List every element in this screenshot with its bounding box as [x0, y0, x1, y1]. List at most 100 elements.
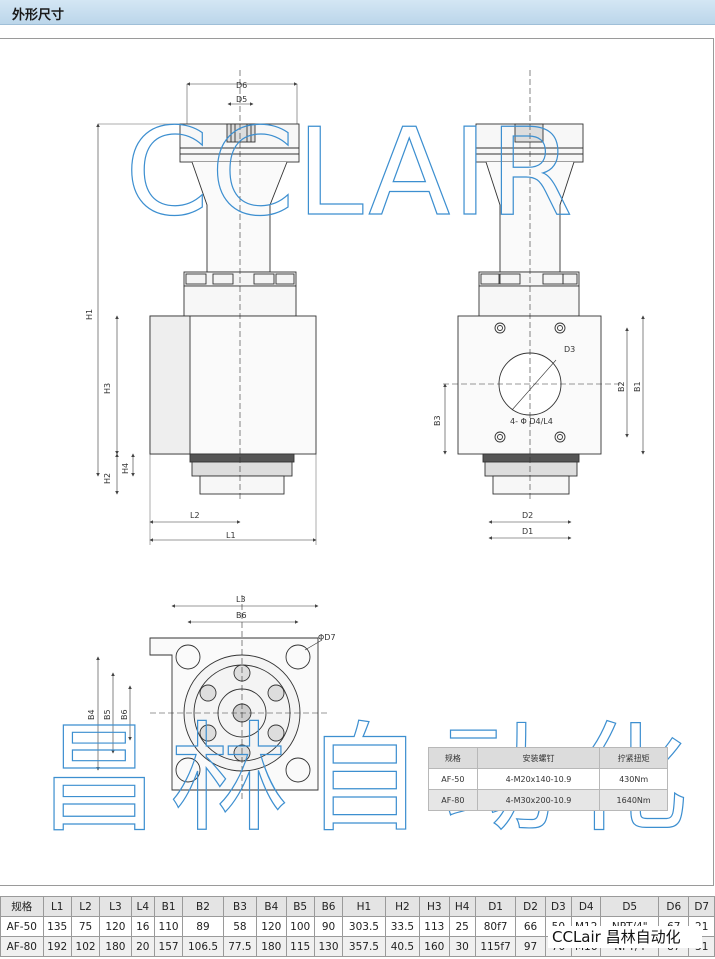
label-h3: H3 [103, 383, 112, 394]
spec-table-cell: 120 [256, 916, 287, 937]
spec-table-cell: 115f7 [474, 936, 517, 957]
bolt-table-header: 拧紧扭矩 [599, 747, 668, 769]
spec-table-cell: 130 [313, 936, 344, 957]
spec-table-header: D6 [658, 896, 690, 917]
spec-table-cell: 77.5 [222, 936, 258, 957]
spec-table-header: H2 [384, 896, 421, 917]
brand-mark: CCLair 昌林自动化 [548, 926, 702, 948]
label-l2: L2 [190, 511, 200, 520]
label-b4: B4 [87, 709, 96, 720]
spec-table-cell: 97 [515, 936, 546, 957]
label-d4: 4- Φ D4/L4 [510, 417, 553, 426]
spec-table-cell: 33.5 [384, 916, 421, 937]
spec-table-header: H3 [419, 896, 450, 917]
front-view [96, 70, 317, 545]
section-title: 外形尺寸 [12, 8, 65, 23]
label-l1: L1 [226, 531, 236, 540]
spec-table-cell: 80f7 [474, 916, 517, 937]
spec-table-cell: 102 [70, 936, 101, 957]
bolt-table-cell: 4-M20x140-10.9 [476, 768, 601, 790]
bolt-table-row: AF-80 4-M30x200-10.9 1640Nm [428, 789, 668, 811]
spec-table-cell: 75 [70, 916, 101, 937]
spec-table-cell: 90 [313, 916, 344, 937]
drawing-frame [0, 38, 714, 886]
label-h4: H4 [121, 463, 130, 474]
spec-table-cell: 66 [515, 916, 546, 937]
spec-table-cell: 120 [99, 916, 132, 937]
bolt-table-cell: 4-M30x200-10.9 [476, 789, 601, 811]
watermark-cjk-3: 自 [305, 710, 423, 848]
spec-table-header: B3 [222, 896, 258, 917]
label-l3: L3 [236, 595, 246, 604]
bolt-table-cell: AF-80 [428, 789, 478, 811]
spec-table-header: L1 [42, 896, 72, 917]
spec-table-cell: 192 [42, 936, 72, 957]
bolt-table-header-row: 规格 安装螺钉 拧紧扭矩 [428, 747, 668, 769]
label-b1: B1 [633, 381, 642, 392]
spec-table-header: D3 [544, 896, 573, 917]
bolt-table-header: 规格 [428, 747, 478, 769]
spec-table-header: L4 [130, 896, 155, 917]
spec-table-cell: 16 [130, 916, 155, 937]
spec-table-header: D1 [474, 896, 517, 917]
label-b5: B5 [103, 709, 112, 720]
spec-table-header: 规格 [0, 896, 44, 917]
spec-table-header: D7 [688, 896, 715, 917]
spec-table-header: L2 [70, 896, 101, 917]
spec-table-cell: 303.5 [342, 916, 386, 937]
spec-table-cell: 58 [222, 916, 258, 937]
spec-table-cell: 357.5 [342, 936, 386, 957]
spec-table-cell: 180 [256, 936, 287, 957]
top-view [96, 595, 330, 800]
spec-table-cell: 89 [182, 916, 224, 937]
spec-table-cell: 113 [419, 916, 450, 937]
spec-table-cell: 25 [448, 916, 476, 937]
spec-table-header: D5 [600, 896, 660, 917]
label-b6-top: B6 [236, 611, 247, 620]
spec-table-header: H4 [448, 896, 476, 917]
label-b2: B2 [617, 381, 626, 392]
bolt-table-row: AF-50 4-M20x140-10.9 430Nm [428, 768, 668, 790]
label-h2: H2 [103, 473, 112, 484]
watermark-latin: CCLAIR [125, 104, 575, 243]
spec-table-header: D4 [571, 896, 602, 917]
spec-table-cell: 115 [285, 936, 315, 957]
spec-table-header: H1 [342, 896, 386, 917]
spec-table-cell: 100 [285, 916, 315, 937]
spec-table-cell: 110 [153, 916, 184, 937]
label-d3: D3 [564, 345, 575, 354]
bolt-torque-table: 规格 安装螺钉 拧紧扭矩 AF-50 4-M20x140-10.9 430Nm … [428, 747, 668, 811]
spec-table-header: L3 [99, 896, 132, 917]
spec-table-header: B6 [313, 896, 344, 917]
spec-table-header: B5 [285, 896, 315, 917]
spec-table-header: D2 [515, 896, 546, 917]
spec-table-header: B4 [256, 896, 287, 917]
spec-table-cell: 157 [153, 936, 184, 957]
spec-table-cell: 160 [419, 936, 450, 957]
label-d6: D6 [236, 81, 247, 90]
bolt-table-cell: AF-50 [428, 768, 478, 790]
label-b3: B3 [433, 415, 442, 426]
watermark-cjk-1: 昌 [40, 710, 158, 848]
spec-table-cell: 30 [448, 936, 476, 957]
watermark-cjk-2: 林 [170, 710, 288, 848]
section-header: 外形尺寸 [0, 0, 715, 25]
bolt-table-cell: 430Nm [599, 768, 668, 790]
side-view [443, 70, 645, 540]
spec-table-header: B2 [182, 896, 224, 917]
spec-table-cell: 180 [99, 936, 132, 957]
spec-table-cell: 135 [42, 916, 72, 937]
bolt-table-cell: 1640Nm [599, 789, 668, 811]
label-d1: D1 [522, 527, 533, 536]
bolt-table-header: 安装螺钉 [476, 747, 601, 769]
spec-table-header: B1 [153, 896, 184, 917]
spec-table-cell: AF-50 [0, 916, 44, 937]
spec-table-cell: 106.5 [182, 936, 224, 957]
spec-table-cell: 20 [130, 936, 155, 957]
label-d7: ΦD7 [318, 633, 336, 642]
label-b6-side: B6 [120, 709, 129, 720]
spec-table-cell: AF-80 [0, 936, 44, 957]
spec-table-cell: 40.5 [384, 936, 421, 957]
label-h1: H1 [85, 309, 94, 320]
